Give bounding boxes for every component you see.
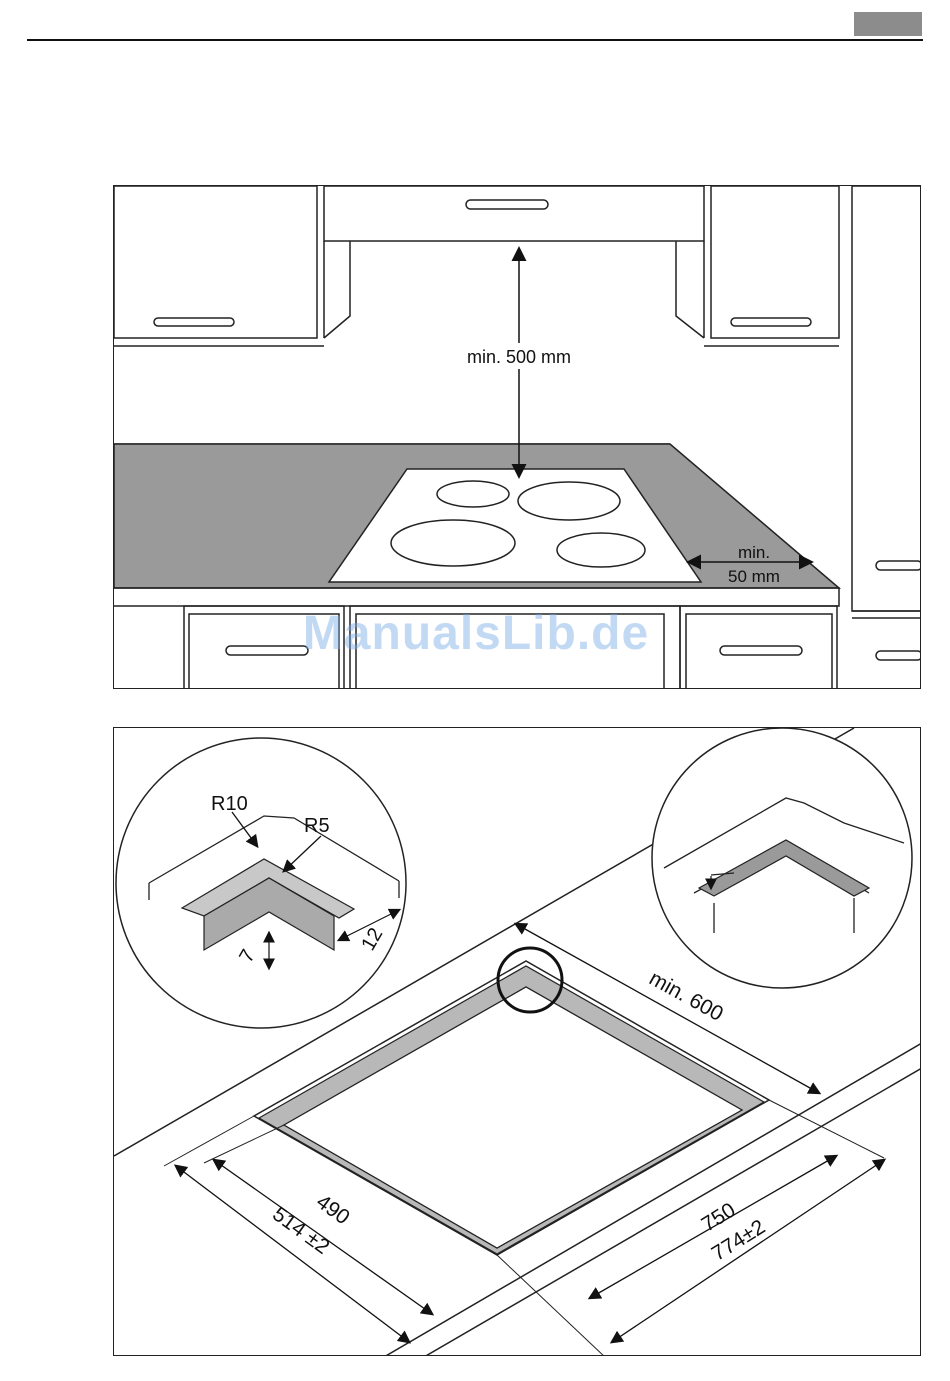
radius-outer-label: R10 <box>211 793 248 815</box>
radius-inner-label: R5 <box>304 815 330 837</box>
cutout-dimension-figure: R10 R5 7 12 min. 600 490 514 ±2 <box>113 727 921 1356</box>
kitchen-drawing: min. 500 mm min. 50 mm <box>114 186 921 689</box>
kitchen-clearance-figure: min. 500 mm min. 50 mm <box>113 185 921 689</box>
clearance-side-label-1: min. <box>738 543 770 562</box>
width-inner-label: 490 <box>312 1190 354 1229</box>
clearance-side-label-2: 50 mm <box>728 567 780 586</box>
min-distance-label: min. 600 <box>645 967 727 1026</box>
clearance-above-label: min. 500 mm <box>467 347 571 367</box>
header-rule <box>27 39 923 41</box>
cutout-drawing: R10 R5 7 12 min. 600 490 514 ±2 <box>114 728 921 1356</box>
tall-cabinet <box>852 186 921 611</box>
upper-cabinet-right <box>711 186 839 338</box>
hood-cabinet <box>324 186 704 241</box>
page-header-tab <box>854 12 922 36</box>
upper-cabinet-left <box>114 186 317 338</box>
